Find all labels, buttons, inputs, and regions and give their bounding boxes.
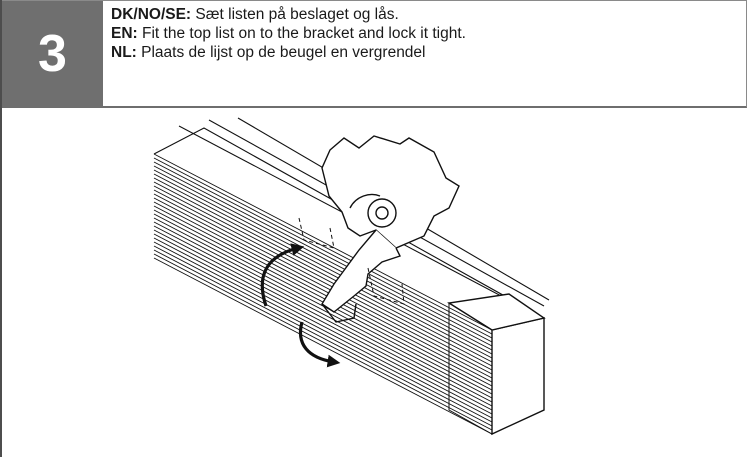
step-number: 3	[38, 25, 67, 83]
step-header: 3 DK/NO/SE: Sæt listen på beslaget og lå…	[2, 0, 747, 108]
illustration-drawing	[153, 117, 550, 436]
language-label: DK/NO/SE:	[111, 6, 192, 23]
instruction-nl: NL: Plaats de lijst op de beugel en verg…	[111, 43, 731, 62]
instruction-text: Sæt listen på beslaget og lås.	[191, 6, 399, 23]
language-label: NL:	[111, 44, 137, 61]
step-number-box: 3	[2, 1, 103, 107]
hidden-lines	[298, 217, 405, 305]
instruction-text: Fit the top list on to the bracket and l…	[137, 25, 466, 42]
curved-arrow-up-icon	[260, 243, 305, 307]
instruction-dk-no-se: DK/NO/SE: Sæt listen på beslaget og lås.	[111, 5, 731, 24]
curved-arrow-down-icon	[299, 321, 341, 368]
instructions: DK/NO/SE: Sæt listen på beslaget og lås.…	[111, 5, 731, 62]
assembly-illustration	[4, 108, 747, 457]
top-list-profile	[153, 153, 493, 435]
language-label: EN:	[111, 25, 138, 42]
bracket	[321, 135, 460, 323]
instruction-en: EN: Fit the top list on to the bracket a…	[111, 24, 731, 43]
list-end-block	[447, 293, 546, 436]
instruction-text: Plaats de lijst op de beugel en vergrend…	[136, 44, 426, 61]
